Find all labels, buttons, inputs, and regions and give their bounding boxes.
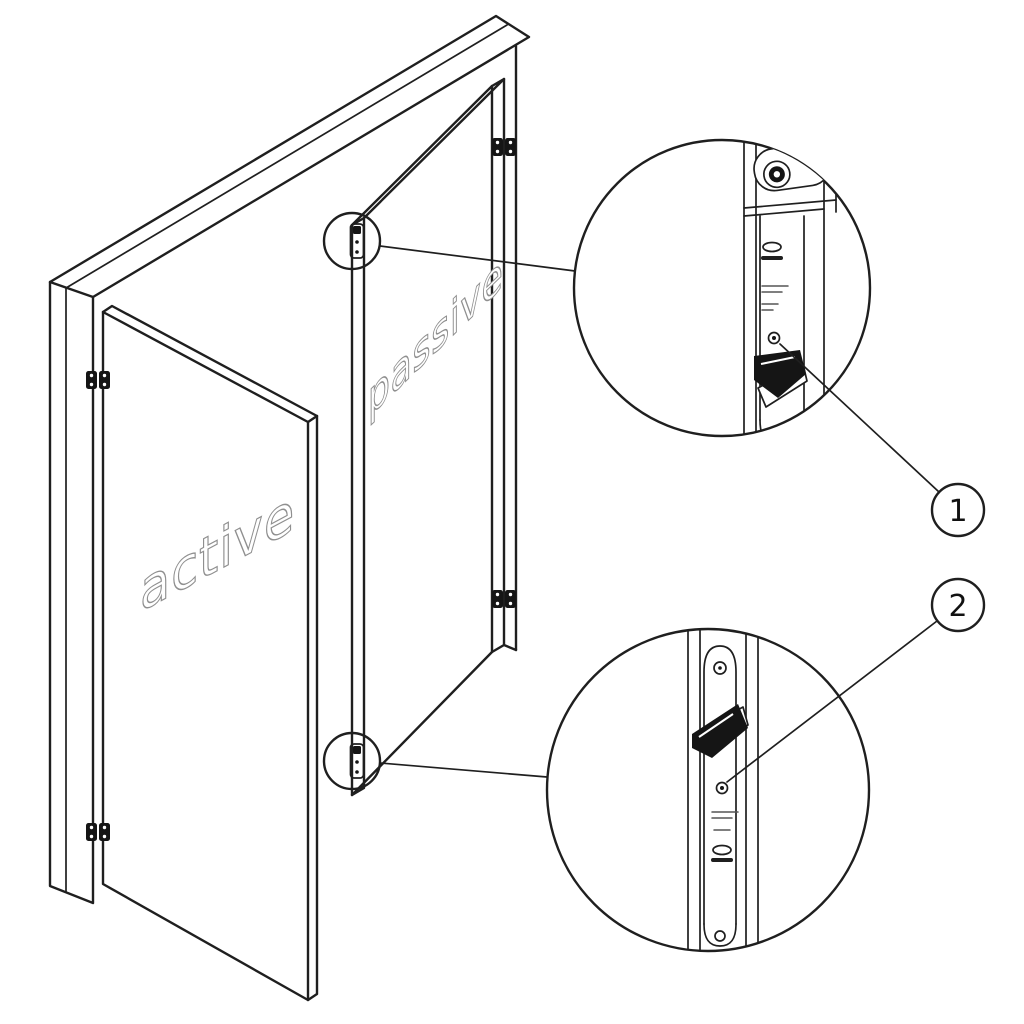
frame-header (48, 14, 531, 299)
frame-header-arris (65, 24, 508, 289)
strike-plate (753, 142, 831, 192)
callout-ring-bottom (322, 731, 382, 791)
leader-line-balloon-1 (779, 343, 940, 493)
hinge-icon (86, 371, 110, 389)
detail-circle-2 (545, 627, 871, 953)
screw-hole-icon (714, 930, 726, 942)
detail-circle-1 (572, 138, 872, 438)
bolt-socket-ring (763, 160, 791, 189)
detail-view-1 (572, 138, 872, 438)
passive-door-left-edge (350, 216, 366, 797)
bolt-lever-2 (692, 704, 748, 758)
leader-line-balloon-2 (726, 620, 938, 783)
flush-bolt-plate (349, 223, 365, 259)
flush-bolt-bottom-icon (349, 743, 365, 779)
active-door-top-edge (101, 304, 319, 424)
balloon-1: 1 (930, 482, 986, 538)
leader-line-detail-1 (379, 245, 576, 272)
door-frame (48, 14, 531, 905)
balloon-2-circle (930, 577, 986, 633)
hinge-icon (86, 823, 110, 841)
passive-door-right-edge (490, 77, 518, 654)
spec-text-marks (761, 285, 789, 311)
passive-door-face (350, 84, 494, 797)
balloon-1-number: 1 (948, 494, 967, 529)
screw-hole-icon (775, 427, 789, 436)
balloon-2-number: 2 (948, 589, 967, 624)
flush-bolt-lever-mark (353, 226, 361, 234)
screw-hole-icon (804, 149, 817, 162)
active-door-face (101, 310, 310, 1002)
bolt-head-hole (713, 661, 727, 675)
active-door: active (101, 304, 319, 1002)
leader-line-detail-2 (379, 762, 548, 778)
brand-logo-icon (762, 241, 782, 253)
active-door-right-edge (306, 414, 319, 1002)
flush-bolt-lever-mark (353, 746, 361, 754)
door-edge-section-lines (687, 629, 759, 951)
spec-text-marks (711, 811, 739, 831)
balloon-1-circle (930, 482, 986, 538)
detail-view-2 (545, 627, 871, 953)
flush-bolt-top-icon (349, 223, 365, 259)
brand-logo-icon (712, 844, 732, 856)
balloon-2: 2 (930, 577, 986, 633)
frame-left-jamb (48, 280, 95, 905)
callout-ring-top (322, 211, 382, 271)
flush-bolt-plate (349, 743, 365, 779)
passive-door: passive (350, 77, 518, 797)
